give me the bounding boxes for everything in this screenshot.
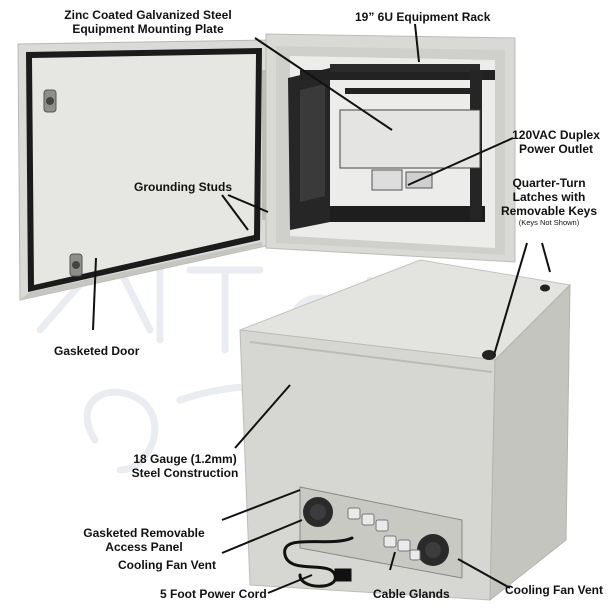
door-latch-top-icon: [43, 89, 57, 113]
latches-label-line2: Latches with: [512, 190, 586, 204]
latch-top-icon: [540, 284, 550, 292]
mounting-plate-label-line1: Zinc Coated Galvanized Steel: [64, 8, 232, 22]
access-panel-label: Gasketed Removable Access Panel: [78, 526, 210, 554]
latches-note: (Keys Not Shown): [518, 218, 580, 227]
grounding-studs-label: Grounding Studs: [134, 180, 232, 194]
latches-label-line1: Quarter-Turn: [512, 176, 586, 190]
gasketed-door-label: Gasketed Door: [54, 344, 140, 358]
latch-front-icon: [482, 350, 496, 360]
door-latch-bottom-icon: [69, 253, 83, 277]
callout-lines: [92, 23, 551, 594]
cable-glands-label: Cable Glands: [373, 587, 450, 601]
latches-label-line3: Removable Keys: [500, 204, 598, 218]
power-cord-label: 5 Foot Power Cord: [160, 587, 267, 601]
fan-vent-left-icon: [303, 497, 333, 527]
steel-gauge-label-line2: Steel Construction: [131, 466, 239, 480]
fan-vent-right-label: Cooling Fan Vent: [505, 583, 603, 597]
duplex-outlet: [371, 169, 403, 191]
steel-gauge-label-line1: 18 Gauge (1.2mm): [133, 452, 237, 466]
fan-vent-right-icon: [417, 534, 449, 566]
outlet-label-line1: 120VAC Duplex: [512, 128, 600, 142]
gasketed-door: [17, 39, 269, 301]
equipment-rack: [288, 64, 495, 230]
power-cord-icon: [283, 536, 354, 588]
mounting-plate-label: Zinc Coated Galvanized Steel Equipment M…: [60, 8, 236, 36]
access-panel-label-line1: Gasketed Removable: [83, 526, 205, 540]
outlet-label: 120VAC Duplex Power Outlet: [508, 128, 604, 156]
outlet-label-line2: Power Outlet: [518, 142, 593, 156]
fan-vent-left-label: Cooling Fan Vent: [118, 558, 216, 572]
mounting-plate-label-line2: Equipment Mounting Plate: [72, 22, 224, 36]
steel-gauge-label: 18 Gauge (1.2mm) Steel Construction: [120, 452, 250, 480]
door-hinge: [262, 70, 268, 220]
latches-label: Quarter-Turn Latches with Removable Keys…: [495, 176, 603, 227]
rack-label: 19” 6U Equipment Rack: [355, 10, 491, 24]
access-panel-label-line2: Access Panel: [105, 540, 183, 554]
cable-glands-icon: [347, 507, 421, 561]
